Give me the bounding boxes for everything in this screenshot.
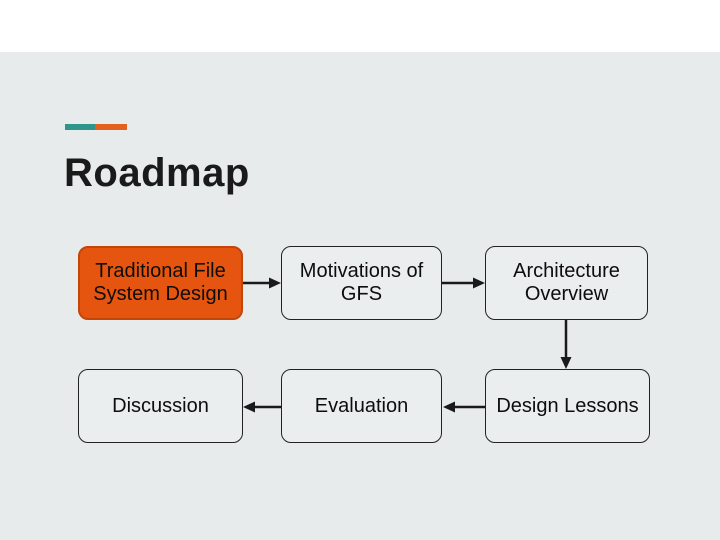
node-design-lessons: Design Lessons: [485, 369, 650, 443]
node-discussion: Discussion: [78, 369, 243, 443]
node-motivations-of-gfs: Motivations of GFS: [281, 246, 442, 320]
accent-orange-segment: [95, 124, 127, 130]
node-label: Traditional File System Design: [93, 260, 228, 305]
node-label: Evaluation: [314, 394, 409, 417]
node-evaluation: Evaluation: [281, 369, 442, 443]
node-label: Design Lessons: [496, 394, 639, 417]
accent-teal-segment: [65, 124, 95, 130]
node-label: Architecture Overview: [513, 260, 620, 305]
node-label: Discussion: [112, 394, 209, 417]
node-traditional-file-system-design: Traditional File System Design: [78, 246, 243, 320]
node-architecture-overview: Architecture Overview: [485, 246, 648, 320]
node-label: Motivations of GFS: [299, 260, 424, 305]
title-accent-bar: [65, 124, 127, 130]
slide-title: Roadmap: [64, 151, 250, 195]
